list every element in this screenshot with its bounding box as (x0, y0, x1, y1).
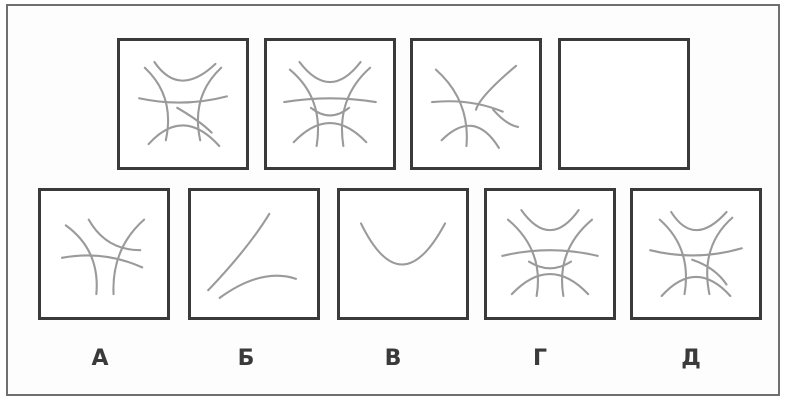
option-a-figure[interactable] (38, 188, 170, 320)
option-a-label: А (80, 346, 120, 371)
six-arc-star-figure (120, 41, 246, 167)
option-b-label: Б (226, 346, 266, 371)
five-arc-star-figure (413, 41, 539, 167)
sequence-cell-4-empty (558, 38, 690, 170)
six-arc-star-figure (487, 191, 613, 317)
option-c-figure[interactable] (337, 188, 469, 320)
sequence-cell-3 (410, 38, 542, 170)
single-arc-figure (340, 191, 466, 317)
option-d-label: Г (520, 346, 560, 371)
option-c-label: В (373, 346, 413, 371)
option-e-figure[interactable] (630, 188, 762, 320)
six-arc-star-figure (633, 191, 759, 317)
sequence-cell-2 (264, 38, 396, 170)
option-d-figure[interactable] (484, 188, 616, 320)
four-arc-star-figure (41, 191, 167, 317)
six-arc-star-figure (267, 41, 393, 167)
sequence-cell-1 (117, 38, 249, 170)
two-arcs-figure (191, 191, 317, 317)
option-e-label: Д (671, 346, 711, 371)
option-b-figure[interactable] (188, 188, 320, 320)
